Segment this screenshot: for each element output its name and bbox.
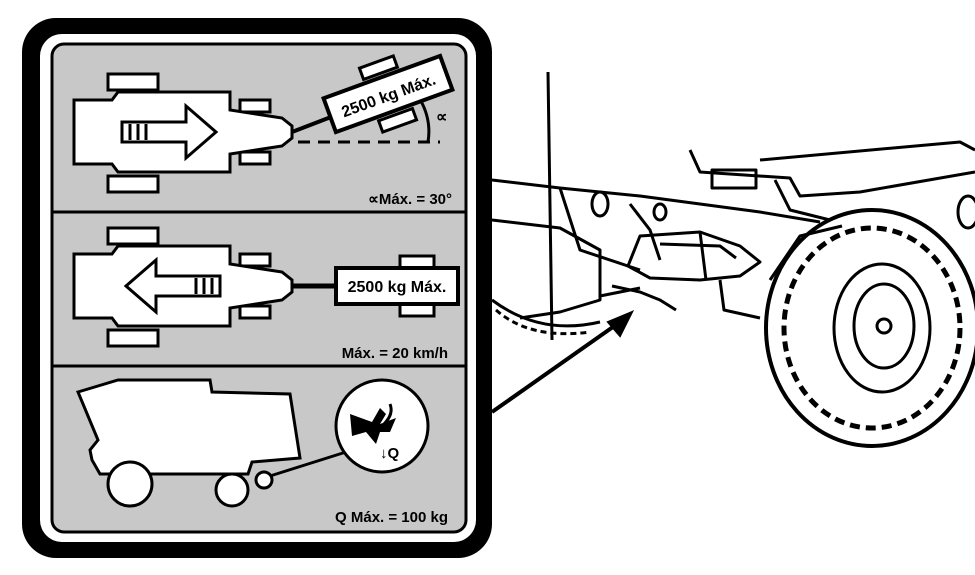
load-tag-straight: 2500 kg Máx. [334,254,460,318]
arrow-reverse-icon [123,256,222,316]
panel-hitch-load: ↓Q Q Máx. = 100 kg [75,378,448,526]
panel-tow-straight: 2500 kg Máx. Máx. = 20 km/h [72,226,460,362]
machine-rear-illustration [491,71,975,448]
speed-limit-note: Máx. = 20 km/h [342,345,448,362]
arrow-forward-icon [120,102,219,162]
angle-limit-note: ∝Máx. = 30° [368,191,452,208]
hitch-load-limit-note: Q Máx. = 100 kg [335,509,448,526]
load-label-straight: 2500 kg Máx. [348,279,447,296]
angle-symbol: ∝ [436,109,447,126]
hitch-load-symbol: ↓Q [380,445,400,462]
hitch-leader-line [269,450,347,478]
hitch-hook-icon [350,403,396,444]
pointer-arrow [490,310,635,414]
combine-harvester-icon [75,378,302,508]
